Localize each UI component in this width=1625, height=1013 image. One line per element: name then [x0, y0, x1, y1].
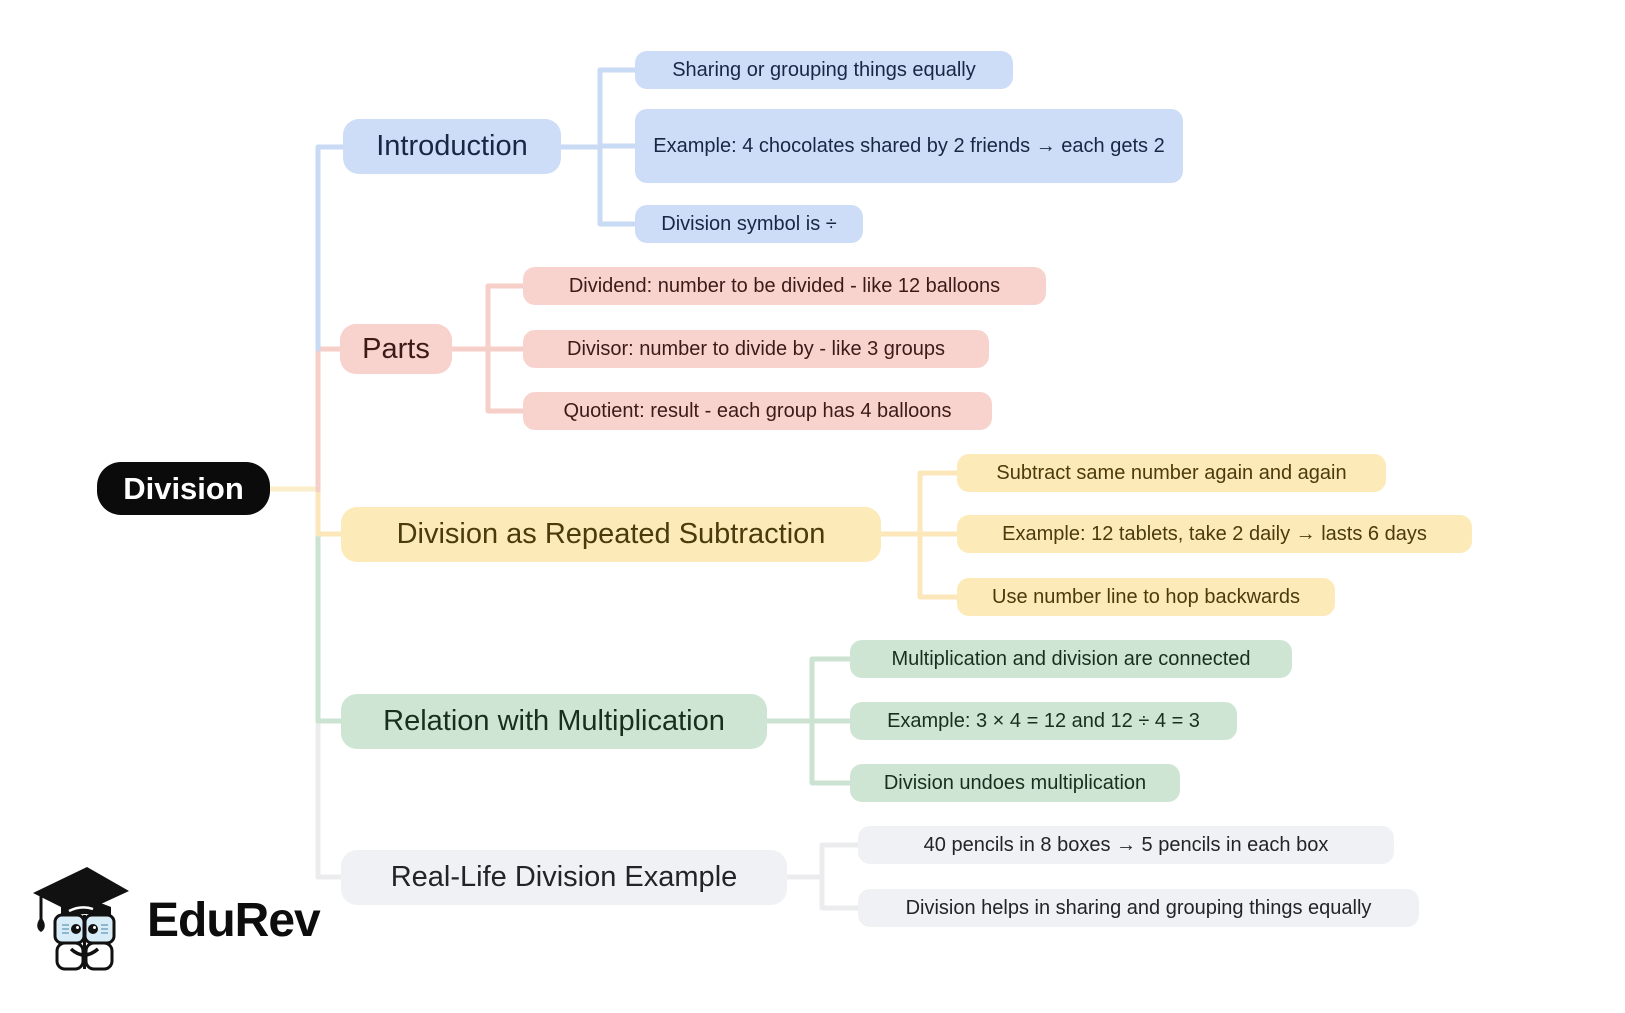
- leaf-node: Quotient: result - each group has 4 ball…: [523, 392, 992, 430]
- branch-node-repeated-subtraction: Division as Repeated Subtraction: [341, 507, 881, 562]
- leaf-node: Use number line to hop backwards: [957, 578, 1335, 616]
- leaf-node: Example: 12 tablets, take 2 daily → last…: [957, 515, 1472, 553]
- leaf-node: Multiplication and division are connecte…: [850, 640, 1292, 678]
- edurev-logo-text: EduRev: [147, 893, 321, 947]
- edurev-logo: EduRev: [25, 853, 321, 973]
- leaf-node: Example: 4 chocolates shared by 2 friend…: [635, 109, 1183, 183]
- leaf-node: Division helps in sharing and grouping t…: [858, 889, 1419, 927]
- leaf-node: Dividend: number to be divided - like 12…: [523, 267, 1046, 305]
- root-node-division: Division: [97, 462, 270, 515]
- leaf-node: Divisor: number to divide by - like 3 gr…: [523, 330, 989, 368]
- branch-node-introduction: Introduction: [343, 119, 561, 174]
- branch-node-relation-multiplication: Relation with Multiplication: [341, 694, 767, 749]
- branch-node-parts: Parts: [340, 324, 452, 374]
- leaf-node: Division undoes multiplication: [850, 764, 1180, 802]
- edurev-mascot-icon: [33, 867, 129, 971]
- leaf-node: Example: 3 × 4 = 12 and 12 ÷ 4 = 3: [850, 702, 1237, 740]
- branch-node-real-life-example: Real-Life Division Example: [341, 850, 787, 905]
- leaf-node: 40 pencils in 8 boxes → 5 pencils in eac…: [858, 826, 1394, 864]
- leaf-node: Division symbol is ÷: [635, 205, 863, 243]
- leaf-node: Sharing or grouping things equally: [635, 51, 1013, 89]
- leaf-node: Subtract same number again and again: [957, 454, 1386, 492]
